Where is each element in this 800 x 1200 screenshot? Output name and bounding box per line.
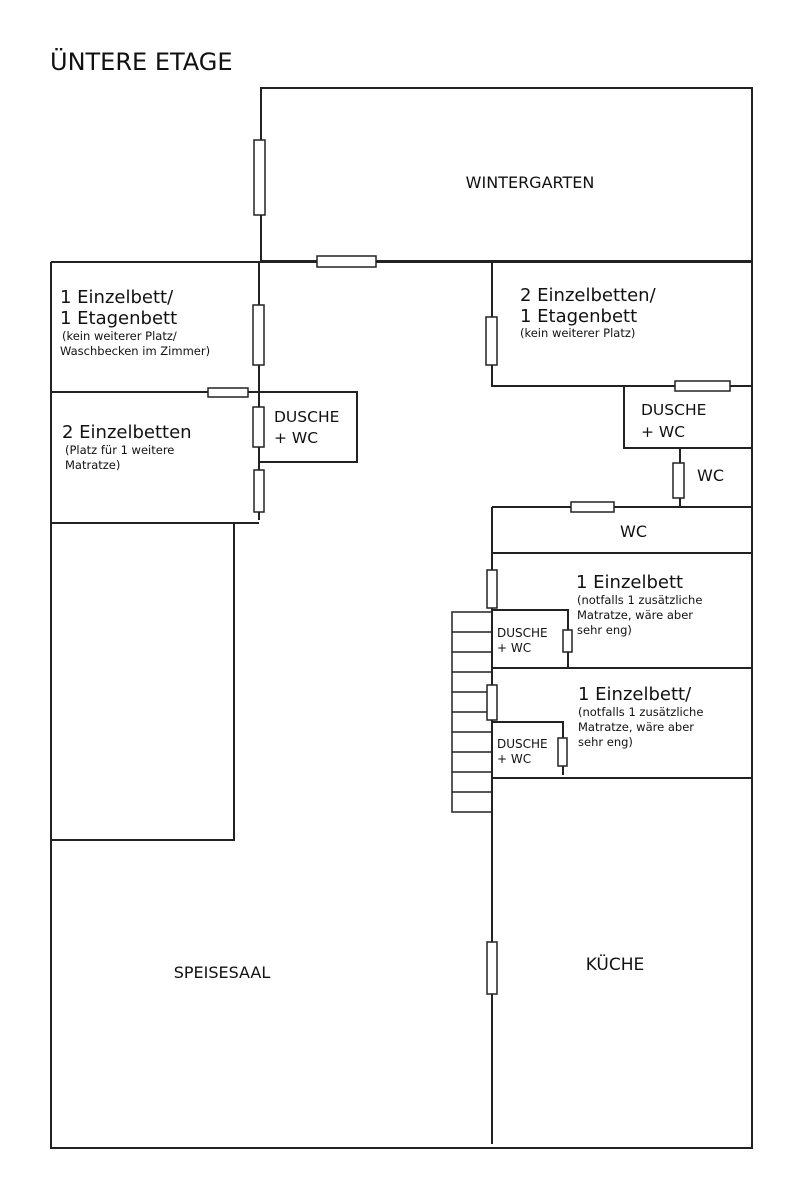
main-outline-wall [50, 261, 753, 1149]
room-b-line2: 1 Etagenbett [520, 306, 637, 327]
door-dusche-right [674, 380, 731, 392]
door-wintergarten-south [316, 255, 377, 268]
door-wc-corridor [570, 501, 615, 513]
room-a-line1: 1 Einzelbett/ [60, 287, 174, 308]
room-a-note1: (kein weiterer Platz/ [62, 329, 177, 343]
room-c-note2: Matratze) [65, 458, 120, 472]
room-a-line2: 1 Etagenbett [60, 308, 177, 329]
label-wintergarten: WINTERGARTEN [466, 173, 595, 192]
dusche-e-line1: DUSCHE [497, 737, 548, 751]
door-room-c-top [207, 387, 249, 398]
staircase [451, 611, 493, 813]
inner-left-wall [51, 523, 235, 841]
room-d-note3: sehr eng) [577, 623, 632, 637]
dusche-left-line2: + WC [274, 429, 318, 447]
door-room-a [252, 304, 265, 366]
dusche-left-line1: DUSCHE [274, 408, 339, 426]
room-c-line1: 2 Einzelbetten [62, 422, 192, 443]
door-room-d [486, 569, 498, 609]
label-speisesaal: SPEISESAAL [174, 963, 271, 982]
room-c-note1: (Platz für 1 weitere [65, 443, 174, 457]
door-room-b [485, 316, 498, 366]
dusche-right-line1: DUSCHE [641, 401, 706, 419]
room-d-line1: 1 Einzelbett [576, 572, 683, 593]
room-b-line1: 2 Einzelbetten/ [520, 285, 657, 306]
room-d-e-wall [491, 506, 753, 1144]
room-b-note1: (kein weiterer Platz) [520, 326, 635, 340]
plan-title: ÜNTERE ETAGE [50, 47, 233, 76]
dusche-d-line2: + WC [497, 641, 531, 655]
room-d-note2: Matratze, wäre aber [577, 608, 693, 622]
door-dusche-e [557, 737, 568, 767]
door-dusche-left [252, 406, 265, 448]
room-e-line1: 1 Einzelbett/ [578, 684, 692, 705]
room-d-note1: (notfalls 1 zusätzliche [577, 593, 702, 607]
label-kueche: KÜCHE [586, 953, 645, 975]
dusche-e-line2: + WC [497, 752, 531, 766]
room-e-note3: sehr eng) [578, 735, 633, 749]
dusche-right-line2: + WC [641, 423, 685, 441]
room-a-note2: Waschbecken im Zimmer) [60, 344, 210, 358]
door-wintergarten-west [253, 139, 266, 216]
door-dusche-d [562, 629, 573, 653]
door-wc-small [672, 462, 685, 499]
dusche-left-wall [258, 391, 358, 463]
room-e-note2: Matratze, wäre aber [578, 720, 694, 734]
door-room-c [253, 469, 265, 513]
wc-corridor-label: WC [620, 522, 647, 541]
dusche-d-line1: DUSCHE [497, 626, 548, 640]
wc-small-label: WC [697, 466, 724, 485]
door-kueche [486, 941, 498, 995]
room-e-note1: (notfalls 1 zusätzliche [578, 705, 703, 719]
door-room-e [486, 684, 498, 721]
